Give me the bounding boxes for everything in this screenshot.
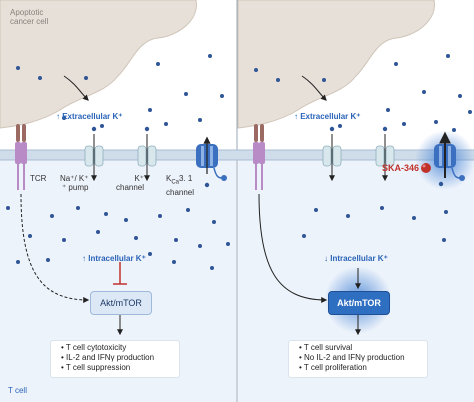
k-channel-right bbox=[375, 126, 395, 182]
akt-mtor-right: Akt/mTOR bbox=[328, 291, 390, 315]
akt-mtor-right-label: Akt/mTOR bbox=[337, 298, 381, 308]
intracellular-ions-left bbox=[6, 206, 230, 270]
extracellular-k-left: ↑ Extracellular K⁺ bbox=[56, 112, 123, 121]
cancer-cell-label-line1: Apoptotic bbox=[10, 8, 44, 17]
outcomes-right: T cell survival No IL-2 and IFNγ product… bbox=[288, 340, 428, 378]
k-channel-left bbox=[137, 126, 157, 182]
ska-346-molecule bbox=[421, 163, 431, 173]
akt-mtor-left-label: Akt/mTOR bbox=[100, 298, 142, 308]
kca-channel-right-activated bbox=[415, 130, 474, 190]
outcome-left-2: IL-2 and IFNγ production bbox=[61, 353, 179, 363]
na-k-pump-left bbox=[84, 126, 104, 182]
outcome-left-1: T cell cytotoxicity bbox=[61, 343, 179, 353]
cancer-cell-label-line2: cancer cell bbox=[10, 17, 49, 26]
k-channel-label-line1: K⁺ bbox=[134, 174, 145, 183]
intracellular-ions-right bbox=[302, 206, 448, 242]
k-release-arrow-left bbox=[63, 75, 89, 101]
tcr-label: TCR bbox=[30, 174, 47, 183]
cancer-cell-label: Apoptotic cancer cell bbox=[10, 8, 48, 26]
outcomes-left: T cell cytotoxicity IL-2 and IFNγ produc… bbox=[50, 340, 180, 378]
pump-label-line2: ⁺ pump bbox=[61, 183, 89, 192]
extracellular-ions-right bbox=[254, 54, 472, 132]
tcr-right bbox=[253, 124, 265, 190]
extracellular-k-right: ↑ Extracellular K⁺ bbox=[294, 112, 361, 121]
kca-channel-label: KCa3. 1 channel bbox=[166, 174, 194, 197]
kca-number: 3. 1 bbox=[179, 174, 193, 183]
intracellular-k-left: ↑ Intracellular K⁺ bbox=[82, 254, 146, 263]
na-k-pump-right bbox=[322, 126, 342, 182]
kca-k: K bbox=[166, 174, 172, 183]
outcome-right-1: T cell survival bbox=[299, 343, 427, 353]
tcr-signal-arrow-right bbox=[258, 193, 328, 303]
k-channel-label: K⁺ channel bbox=[116, 174, 144, 192]
cell-membrane bbox=[0, 150, 474, 160]
kca-subscript: Ca bbox=[171, 179, 180, 186]
outcome-right-2: No IL-2 and IFNγ production bbox=[299, 353, 427, 363]
outcome-right-3: T cell proliferation bbox=[299, 363, 427, 373]
pump-label-line1: Na⁺/ K⁺ bbox=[60, 174, 89, 183]
tcr-left bbox=[15, 124, 27, 190]
outcome-left-3: T cell suppression bbox=[61, 363, 179, 373]
kca-channel-left bbox=[196, 136, 227, 188]
pump-label: Na⁺/ K⁺ ⁺ pump bbox=[60, 174, 88, 192]
k-channel-label-line2: channel bbox=[116, 183, 145, 192]
akt-mtor-left: Akt/mTOR bbox=[90, 291, 152, 315]
kca-channel-word: channel bbox=[166, 187, 195, 197]
k-release-arrow-right bbox=[301, 75, 327, 101]
cancer-cell-right bbox=[237, 0, 435, 129]
tcell-label: T cell bbox=[8, 386, 27, 395]
intracellular-k-right: ↓ Intracellular K⁺ bbox=[324, 254, 388, 263]
ska-346-label: SKA-346 bbox=[382, 163, 420, 173]
cancer-cell-left bbox=[0, 0, 197, 129]
extracellular-ions-left bbox=[16, 54, 224, 128]
